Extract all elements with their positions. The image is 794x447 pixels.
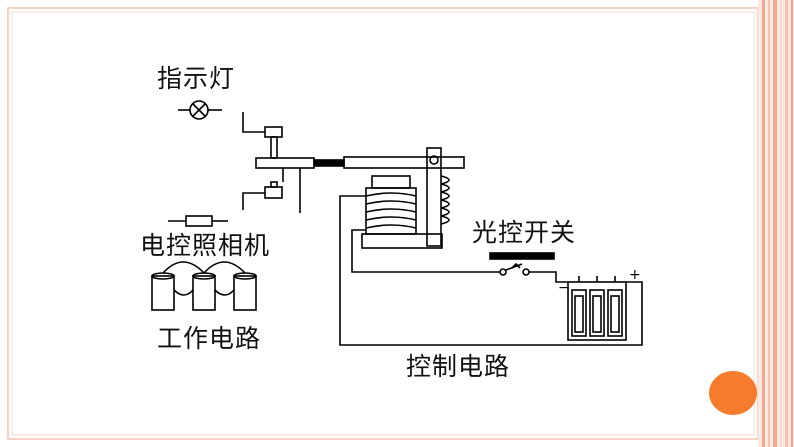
camera-resistor-symbol — [168, 215, 228, 227]
orange-circle-decoration — [709, 371, 757, 415]
indicator-light-label: 指示灯 — [157, 64, 236, 93]
electric-camera-label: 电控照相机 — [140, 231, 271, 260]
battery-minus-label: − — [558, 280, 570, 296]
decorative-stripes — [758, 0, 794, 447]
spring-and-post — [426, 147, 450, 247]
electromagnet — [361, 175, 443, 249]
photo-switch — [489, 252, 555, 276]
indicator-lamp-symbol — [178, 100, 222, 120]
working-circuit-cells — [151, 261, 257, 311]
control-circuit-label: 控制电路 — [406, 352, 511, 381]
relay-contacts — [242, 112, 315, 213]
control-wiring — [339, 195, 643, 346]
working-circuit-label: 工作电路 — [157, 324, 262, 353]
armature — [313, 156, 465, 169]
photo-switch-label: 光控开关 — [472, 218, 577, 247]
battery-plus-label: + — [629, 267, 641, 283]
battery-pack — [567, 276, 627, 341]
